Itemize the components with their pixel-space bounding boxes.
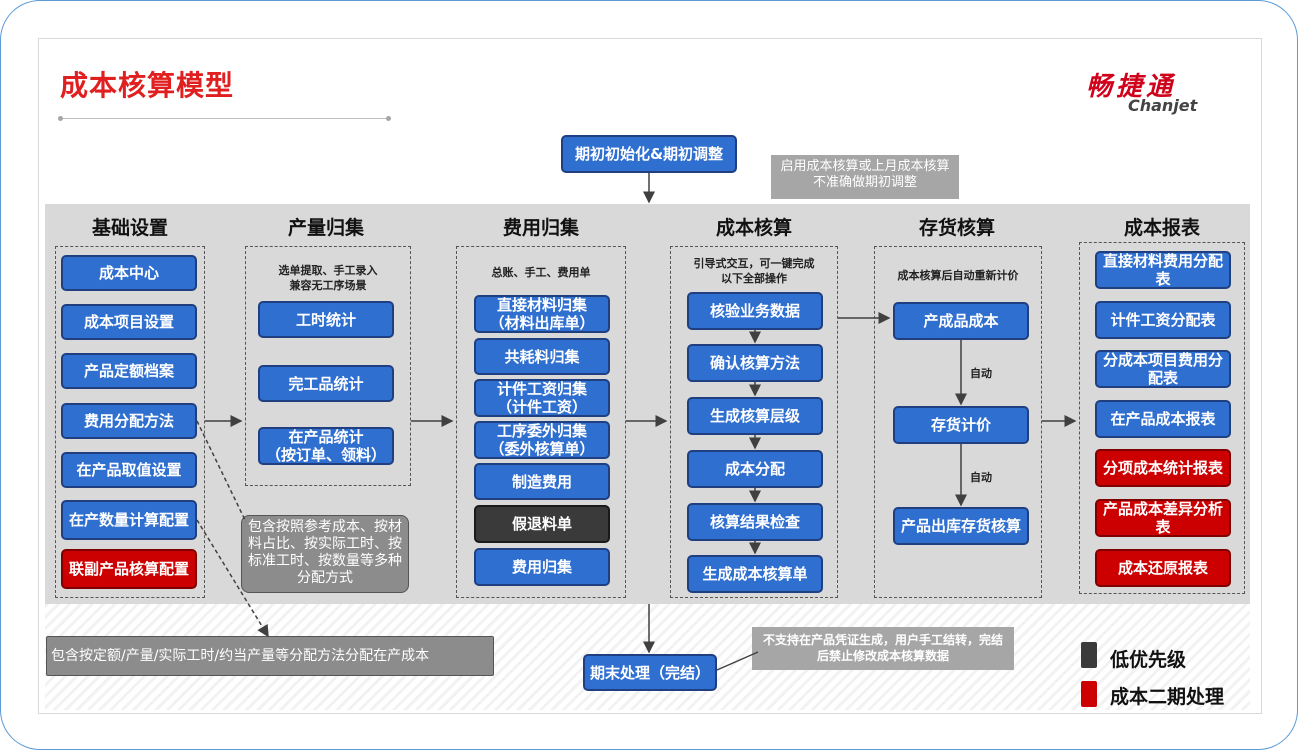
period-close-box[interactable]: 期末处理（完结）: [583, 654, 717, 691]
basic-item-wip-qty[interactable]: 在产数量计算配置: [61, 500, 197, 540]
costing-item-generate[interactable]: 生成成本核算单: [687, 555, 823, 593]
group-basic: [55, 246, 205, 598]
wip-methods-callout: 包含按定额/产量/实际工时/约当产量等分配方法分配在产成本: [46, 636, 494, 676]
basic-item-joint-product[interactable]: 联副产品核算配置: [61, 549, 197, 589]
header-expense: 费用归集: [502, 217, 579, 239]
divider-dot: [386, 116, 391, 121]
report-item-cost-item[interactable]: 分成本项目费用分配表: [1095, 350, 1231, 388]
expense-item-outsourcing[interactable]: 工序委外归集 （委外核算单）: [474, 421, 610, 459]
output-note: 选单提取、手工录入 兼容无工序场景: [278, 264, 378, 292]
basic-item-cost-center[interactable]: 成本中心: [61, 255, 197, 291]
inventory-item-valuation[interactable]: 存货计价: [893, 406, 1029, 444]
expense-item-material[interactable]: 直接材料归集 （材料出库单）: [474, 295, 610, 333]
alloc-methods-callout: 包含按照参考成本、按材料占比、按实际工时、按标准工时、按数量等多种分配方式: [241, 515, 409, 593]
group-expense: [456, 246, 626, 598]
basic-item-wip-value[interactable]: 在产品取值设置: [61, 452, 197, 488]
costing-item-level[interactable]: 生成核算层级: [687, 397, 823, 435]
init-adjust-box[interactable]: 期初初始化&期初调整: [561, 135, 737, 173]
divider-dot: [58, 116, 63, 121]
auto-label: 自动: [970, 471, 992, 484]
page-title: 成本核算模型: [60, 69, 235, 102]
init-note: 启用成本核算或上月成本核算不准确做期初调整: [771, 155, 959, 199]
report-item-itemized[interactable]: 分项成本统计报表: [1095, 449, 1231, 487]
brand-logo-en: Chanjet: [1128, 96, 1198, 115]
legend-low-priority: 低优先级: [1110, 649, 1187, 671]
report-item-piece-wage[interactable]: 计件工资分配表: [1095, 301, 1231, 339]
expense-note: 总账、手工、费用单: [491, 266, 591, 279]
basic-item-cost-item[interactable]: 成本项目设置: [61, 304, 197, 340]
legend-phase2: 成本二期处理: [1110, 686, 1225, 708]
costing-item-check[interactable]: 核算结果检查: [687, 503, 823, 541]
expense-item-false-return[interactable]: 假退料单: [474, 505, 610, 543]
legend-swatch-low-priority: [1081, 642, 1097, 668]
close-note: 不支持在产品凭证生成，用户手工结转，完结后禁止修改成本核算数据: [752, 627, 1014, 670]
costing-item-verify[interactable]: 核验业务数据: [687, 292, 823, 330]
brand-logo-cn: 畅捷通: [1086, 72, 1177, 102]
expense-item-shared-material[interactable]: 共耗料归集: [474, 338, 610, 375]
report-item-restore[interactable]: 成本还原报表: [1095, 549, 1231, 587]
report-item-material[interactable]: 直接材料费用分配表: [1095, 251, 1231, 289]
close-note-pointer: [716, 651, 759, 671]
alloc-callout-pointer: [196, 420, 247, 523]
title-divider: [60, 118, 390, 119]
report-item-variance[interactable]: 产品成本差异分析表: [1095, 499, 1231, 537]
legend-swatch-phase2: [1081, 681, 1097, 707]
inventory-item-outbound[interactable]: 产品出库存货核算: [893, 507, 1029, 545]
header-inventory: 存货核算: [918, 217, 995, 239]
inventory-note: 成本核算后自动重新计价: [897, 269, 1019, 282]
output-item-finished[interactable]: 完工品统计: [258, 365, 394, 402]
auto-label: 自动: [970, 367, 992, 380]
inventory-item-finished-cost[interactable]: 产成品成本: [893, 302, 1029, 340]
header-output: 产量归集: [287, 217, 364, 239]
group-reports: [1079, 242, 1245, 594]
expense-item-collect[interactable]: 费用归集: [474, 548, 610, 586]
costing-item-method[interactable]: 确认核算方法: [687, 344, 823, 382]
group-costing: [670, 246, 838, 598]
group-output: [245, 246, 411, 486]
wip-callout-pointer: [196, 519, 269, 638]
expense-item-piece-wage[interactable]: 计件工资归集 （计件工资）: [474, 379, 610, 417]
basic-item-alloc-method[interactable]: 费用分配方法: [61, 403, 197, 439]
report-item-wip[interactable]: 在产品成本报表: [1095, 400, 1231, 438]
header-basic: 基础设置: [91, 217, 168, 239]
costing-item-allocate[interactable]: 成本分配: [687, 450, 823, 488]
costing-note: 引导式交互，可一键完成 以下全部操作: [693, 257, 815, 285]
expense-item-manufacturing[interactable]: 制造费用: [474, 463, 610, 500]
slide-canvas: [38, 38, 1262, 714]
header-costing: 成本核算: [715, 217, 792, 239]
group-inventory: [874, 246, 1042, 598]
output-item-wip[interactable]: 在产品统计 （按订单、领料）: [258, 427, 394, 465]
basic-item-product-quota[interactable]: 产品定额档案: [61, 353, 197, 389]
header-reports: 成本报表: [1123, 217, 1200, 239]
output-item-hours[interactable]: 工时统计: [258, 301, 394, 338]
